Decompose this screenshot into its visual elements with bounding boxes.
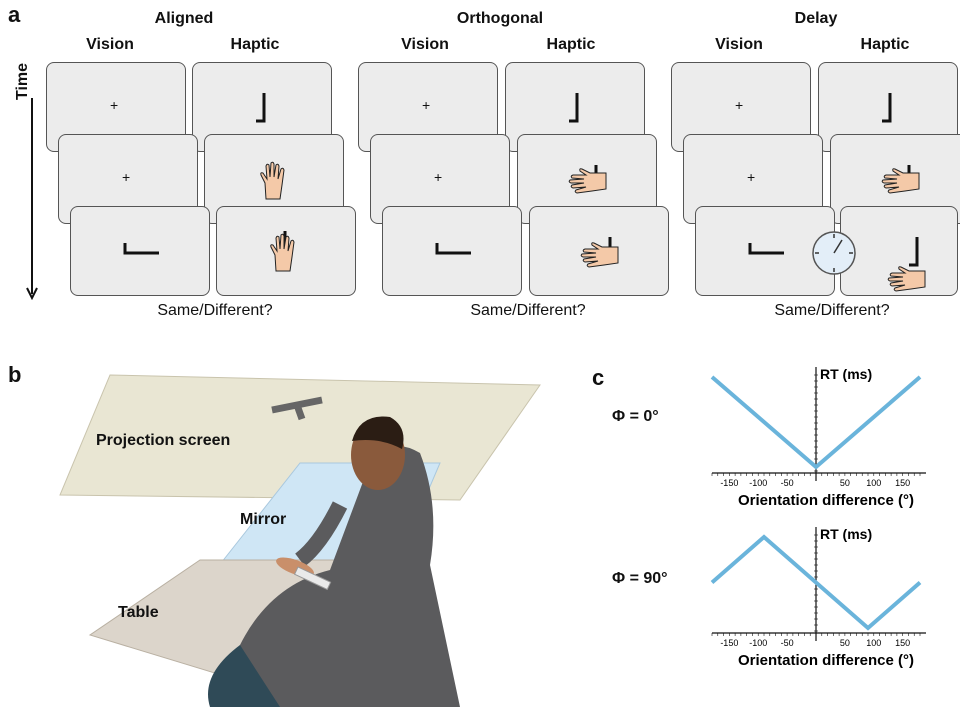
haptic-screen bbox=[216, 206, 356, 296]
bar-stimulus-icon bbox=[435, 243, 471, 255]
fixation-cross: + bbox=[434, 169, 443, 185]
phi-label-90: Φ = 90° bbox=[612, 570, 668, 587]
x-tick-label: -100 bbox=[749, 638, 767, 648]
x-tick-label: 100 bbox=[866, 638, 881, 648]
bar-stimulus-icon bbox=[569, 93, 579, 123]
same-different-question: Same/Different? bbox=[774, 302, 890, 319]
setup-illustration bbox=[59, 374, 541, 707]
projected-stimulus-icon bbox=[271, 396, 323, 421]
condition-title-aligned: Aligned bbox=[154, 10, 214, 27]
hand-sideways-icon bbox=[881, 165, 920, 194]
x-tick-label: -100 bbox=[749, 478, 767, 488]
col-head-vision: Vision bbox=[401, 36, 449, 53]
same-different-question: Same/Different? bbox=[470, 302, 586, 319]
projection-screen-label: Projection screen bbox=[96, 432, 231, 449]
col-head-haptic: Haptic bbox=[546, 36, 596, 53]
person-figure bbox=[208, 416, 460, 707]
col-head-haptic: Haptic bbox=[230, 36, 280, 53]
rt-series-line bbox=[710, 534, 922, 631]
panel-c-letter: c bbox=[592, 365, 605, 390]
col-head-haptic: Haptic bbox=[860, 36, 910, 53]
table-label: Table bbox=[118, 604, 159, 621]
rt-chart-phi-0: -150 -100 -50 50 100 150 RT (ms) Orientation di… bbox=[710, 366, 926, 509]
vision-screen bbox=[382, 206, 522, 296]
y-axis-label: RT (ms) bbox=[820, 366, 872, 382]
x-tick-label: -50 bbox=[781, 478, 794, 488]
x-axis-label: Orientation difference (°) bbox=[738, 652, 914, 669]
hand-upright-icon bbox=[260, 161, 285, 200]
fixation-cross: + bbox=[747, 169, 756, 185]
haptic-screen bbox=[529, 206, 669, 296]
same-different-question: Same/Different? bbox=[157, 302, 273, 319]
x-tick-label: 150 bbox=[895, 478, 910, 488]
col-head-vision: Vision bbox=[86, 36, 134, 53]
fixation-cross: + bbox=[110, 97, 119, 113]
bar-stimulus-icon bbox=[256, 93, 266, 123]
hand-upright-icon bbox=[270, 231, 295, 272]
bar-stimulus-icon bbox=[909, 237, 919, 267]
bar-stimulus-icon bbox=[123, 243, 159, 255]
x-tick-label: -50 bbox=[781, 638, 794, 648]
x-tick-label: 50 bbox=[840, 638, 850, 648]
mirror-label: Mirror bbox=[240, 511, 287, 528]
time-label-text: Time bbox=[14, 62, 31, 100]
panel-a-letter: a bbox=[8, 2, 21, 27]
x-tick-label: 50 bbox=[840, 478, 850, 488]
x-tick-label: -150 bbox=[720, 638, 738, 648]
hand-sideways-icon bbox=[580, 237, 619, 268]
x-tick-label: -150 bbox=[720, 478, 738, 488]
hand-sideways-icon bbox=[887, 266, 926, 292]
panel-b-letter: b bbox=[8, 362, 22, 387]
x-tick-label: 150 bbox=[895, 638, 910, 648]
col-head-vision: Vision bbox=[715, 36, 763, 53]
bar-stimulus-icon bbox=[882, 93, 892, 123]
rt-series-line bbox=[710, 375, 922, 470]
x-axis-label: Orientation difference (°) bbox=[738, 492, 914, 509]
hand-sideways-icon bbox=[568, 165, 607, 194]
fixation-cross: + bbox=[735, 97, 744, 113]
clock-icon bbox=[812, 231, 856, 275]
haptic-screen bbox=[840, 206, 958, 296]
fixation-cross: + bbox=[122, 169, 131, 185]
rt-chart-phi-90: -150 -100 -50 50 100 150 RT (ms) Orientation di… bbox=[710, 526, 926, 669]
condition-title-delay: Delay bbox=[794, 10, 838, 27]
phi-label-0: Φ = 0° bbox=[612, 408, 659, 425]
time-arrow-icon bbox=[26, 98, 38, 300]
fixation-cross: + bbox=[422, 97, 431, 113]
condition-title-orthogonal: Orthogonal bbox=[456, 10, 544, 27]
bar-stimulus-icon bbox=[748, 243, 784, 255]
vision-screen bbox=[70, 206, 210, 296]
x-tick-label: 100 bbox=[866, 478, 881, 488]
y-axis-label: RT (ms) bbox=[820, 526, 872, 542]
rt-charts: -150 -100 -50 50 100 150 RT (ms) Orientation di… bbox=[710, 366, 926, 669]
